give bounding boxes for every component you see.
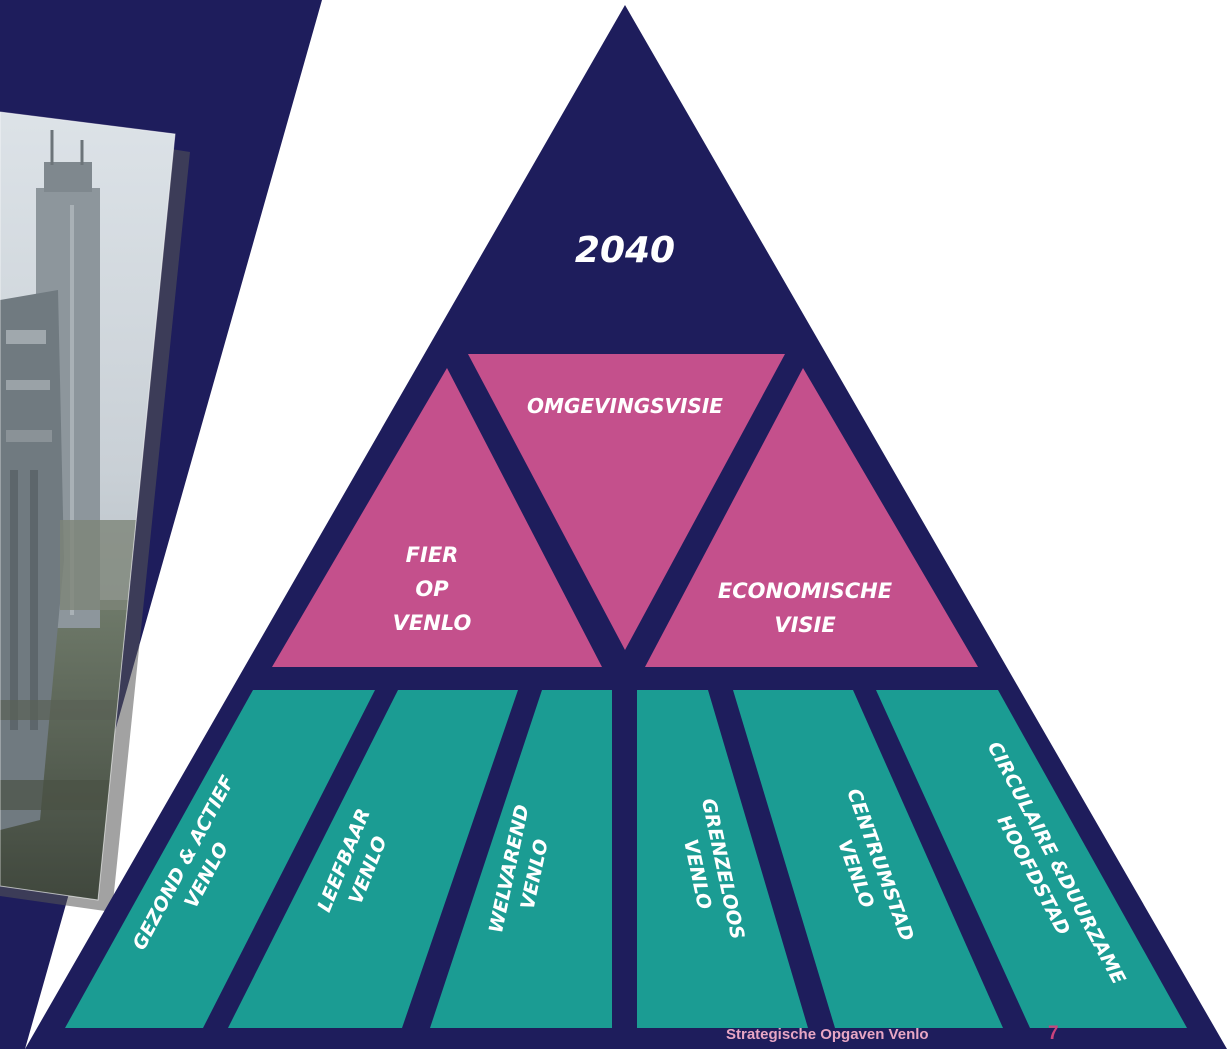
strategy-pyramid: 2040 OMGEVINGSVISIE FIER OP VENLO ECONOM… [25, 5, 1227, 1049]
label-fier-line1: FIER [406, 543, 459, 567]
label-fier-line3: VENLO [393, 611, 472, 635]
apex-year-label: 2040 [575, 230, 675, 271]
pillar-welvarend[interactable] [430, 690, 612, 1028]
label-omgevingsvisie: OMGEVINGSVISIE [527, 394, 723, 418]
label-economische-line1: ECONOMISCHE [718, 579, 893, 603]
pillar-leefbaar[interactable] [228, 690, 518, 1028]
label-economische-line2: VISIE [774, 613, 836, 637]
pillar-gezond-actief[interactable] [65, 690, 375, 1028]
footer-title: Strategische Opgaven Venlo [726, 1026, 929, 1043]
tier-left-triangle[interactable] [272, 368, 602, 667]
tier-right-triangle[interactable] [645, 368, 978, 667]
pillar-circulaire-duurzame[interactable] [876, 690, 1187, 1028]
tier-center-triangle[interactable] [468, 354, 785, 650]
label-fier-line2: OP [415, 577, 449, 601]
pillar-centrumstad[interactable] [733, 690, 1003, 1028]
pillar-grenzeloos[interactable] [637, 690, 808, 1028]
page-number: 7 [1048, 1023, 1059, 1044]
